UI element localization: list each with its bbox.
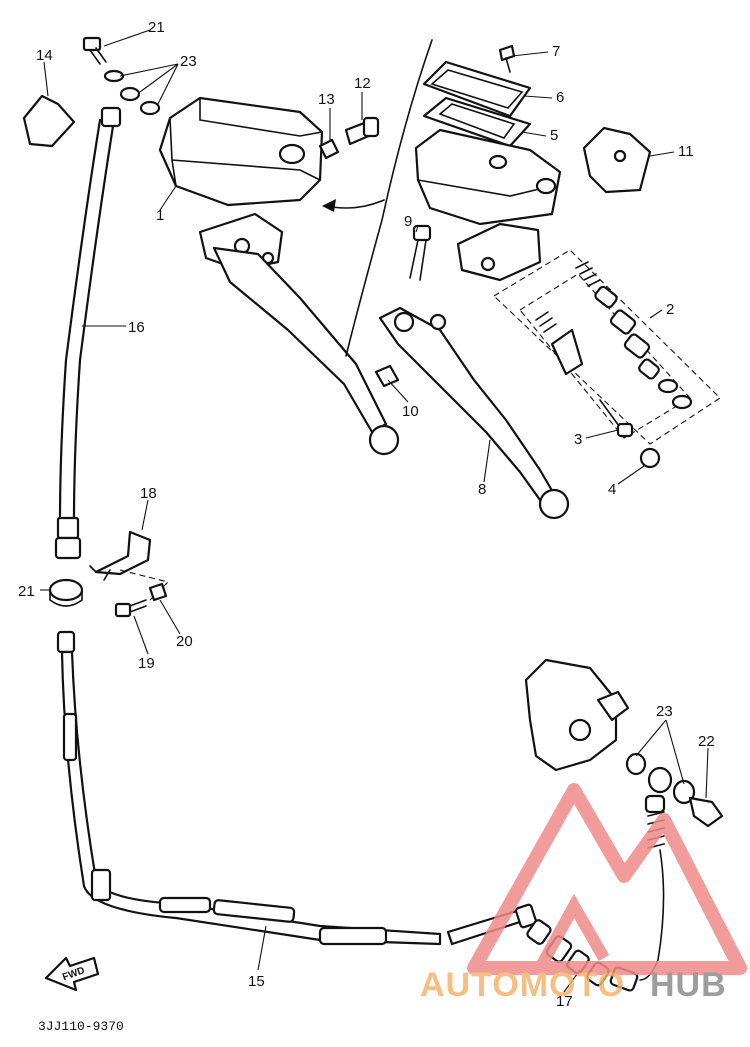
callout-12: 12 bbox=[354, 75, 371, 92]
callout-23-top: 23 bbox=[180, 53, 197, 70]
callout-10: 10 bbox=[402, 403, 419, 420]
callout-18: 18 bbox=[140, 485, 157, 502]
callout-1: 1 bbox=[156, 207, 164, 224]
callout-15: 15 bbox=[248, 973, 265, 990]
callout-22-top: 21 bbox=[148, 19, 165, 36]
callout-19: 19 bbox=[138, 655, 155, 672]
brake-hose-lower bbox=[56, 630, 538, 946]
callout-17: 17 bbox=[556, 993, 573, 1010]
callout-2: 2 bbox=[666, 301, 674, 318]
callout-4: 4 bbox=[608, 481, 616, 498]
watermark-text-auto: AUTOMOTO bbox=[420, 966, 625, 1004]
piston-parts bbox=[535, 261, 693, 410]
callout-7: 7 bbox=[552, 43, 560, 60]
watermark-logo: AUTOMOTO HUB bbox=[420, 783, 747, 1004]
callout-13: 13 bbox=[318, 91, 335, 108]
callout-20: 20 bbox=[176, 633, 193, 650]
master-cylinder-assembly bbox=[158, 96, 400, 456]
callout-3: 3 bbox=[574, 431, 582, 448]
watermark-text-hub: HUB bbox=[650, 966, 727, 1004]
callout-numbers: 21 23 14 13 12 7 6 5 11 9 2 3 4 10 8 1 1… bbox=[18, 19, 715, 1010]
callout-9: 9 bbox=[404, 213, 412, 230]
exploded-master-cylinder bbox=[318, 44, 721, 520]
callout-11: 11 bbox=[678, 143, 694, 160]
callout-21: 21 bbox=[18, 583, 35, 600]
brake-hose-upper bbox=[22, 36, 170, 618]
callout-23-bottom: 23 bbox=[656, 703, 673, 720]
group-separator bbox=[345, 39, 433, 357]
document-code: 3JJ110-9370 bbox=[38, 1019, 124, 1034]
callout-14: 14 bbox=[36, 47, 53, 64]
callout-22-bottom: 22 bbox=[698, 733, 715, 750]
leader-lines bbox=[40, 29, 709, 993]
fwd-direction-marker: FWD bbox=[44, 956, 100, 992]
callout-6: 6 bbox=[556, 89, 564, 106]
callout-8: 8 bbox=[478, 481, 486, 498]
callout-5: 5 bbox=[550, 127, 558, 144]
callout-16: 16 bbox=[128, 319, 145, 336]
